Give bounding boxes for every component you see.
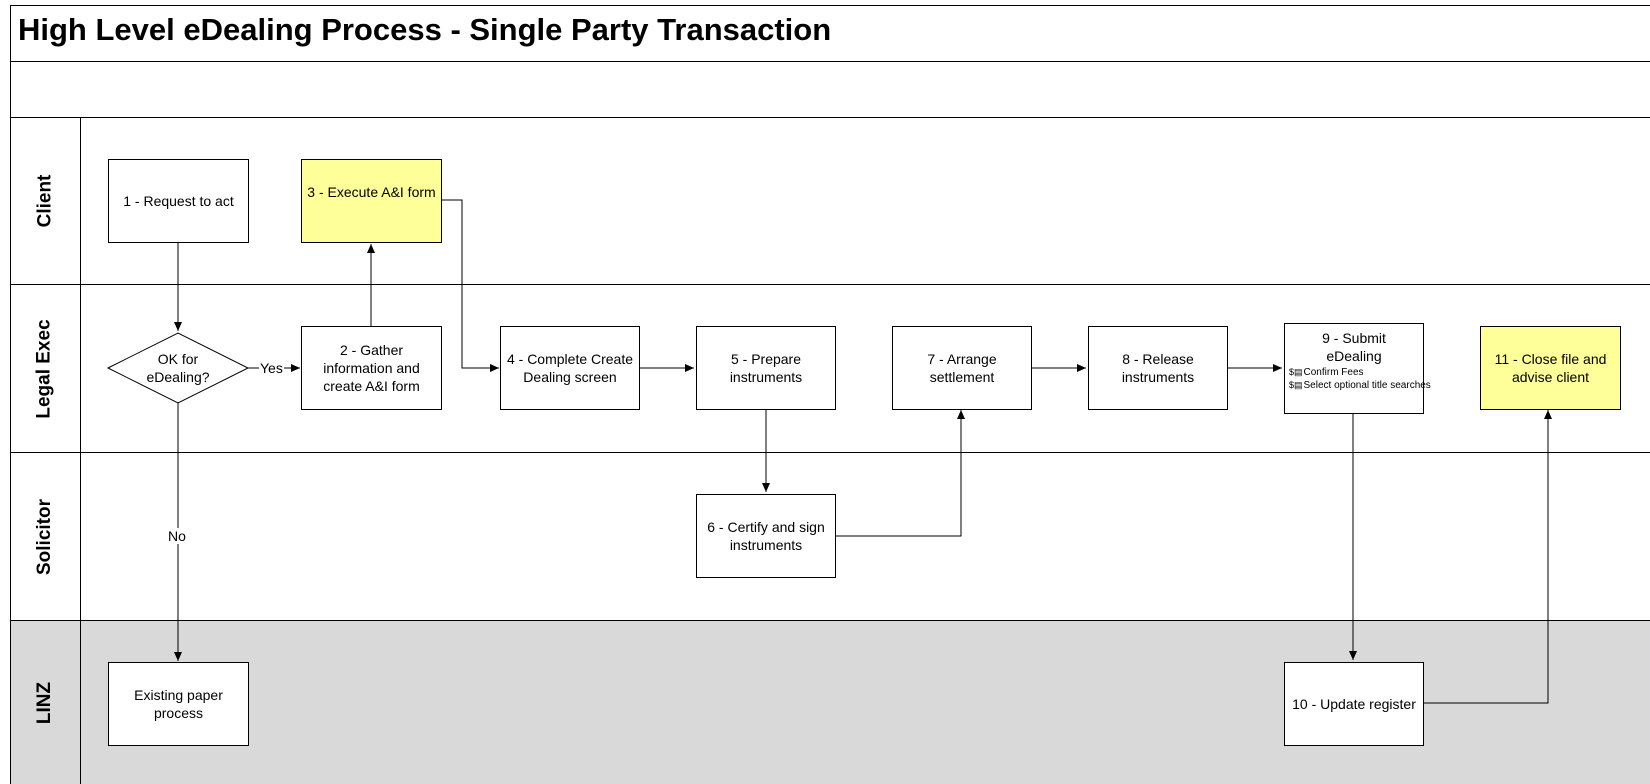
step-7-arrange-settlement: 7 - Arrange settlement	[892, 326, 1032, 410]
step-4-complete-create-dealing: 4 - Complete Create Dealing screen	[500, 326, 640, 410]
existing-paper-process: Existing paper process	[108, 662, 249, 746]
step-8-release-instruments: 8 - Release instruments	[1088, 326, 1228, 410]
arrow-6-to-7	[835, 410, 965, 537]
step-11-close-file: 11 - Close file and advise client	[1480, 326, 1621, 410]
arrow-10-to-11	[1423, 410, 1552, 704]
decision-label: OK for eDealing?	[146, 351, 210, 385]
step-9-bullet-list: $▤Confirm Fees $▤Select optional title s…	[1289, 366, 1431, 392]
step-2-gather-information: 2 - Gather information and create A&I fo…	[301, 326, 442, 410]
step-3-execute-ai-form: 3 - Execute A&I form	[301, 159, 442, 243]
step-1-request-to-act: 1 - Request to act	[108, 159, 249, 243]
lane-label-solicitor: Solicitor	[34, 498, 56, 575]
edge-label-no: No	[167, 528, 187, 544]
step-9-bullet-title-searches: $▤Select optional title searches	[1289, 380, 1431, 391]
edge-label-yes: Yes	[259, 360, 284, 376]
step-6-certify-and-sign: 6 - Certify and sign instruments	[696, 494, 836, 578]
step-9-bullet-confirm-fees: $▤Confirm Fees	[1289, 367, 1364, 378]
connectors	[174, 199, 1552, 704]
step-10-update-register: 10 - Update register	[1284, 662, 1424, 746]
lane-grid	[10, 5, 1650, 784]
dollar-document-icon: $▤	[1289, 367, 1303, 377]
lane-label-linz: LINZ	[34, 681, 55, 724]
lane-label-legal-exec: Legal Exec	[34, 318, 55, 419]
arrow-3-to-4	[441, 199, 499, 372]
lane-label-client: Client	[34, 174, 55, 228]
dollar-document-icon: $▤	[1289, 380, 1303, 390]
step-9-submit-edealing: 9 - Submit eDealing $▤Confirm Fees $▤Sel…	[1284, 323, 1431, 414]
page-title: High Level eDealing Process - Single Par…	[18, 12, 832, 47]
step-5-prepare-instruments: 5 - Prepare instruments	[696, 326, 836, 410]
